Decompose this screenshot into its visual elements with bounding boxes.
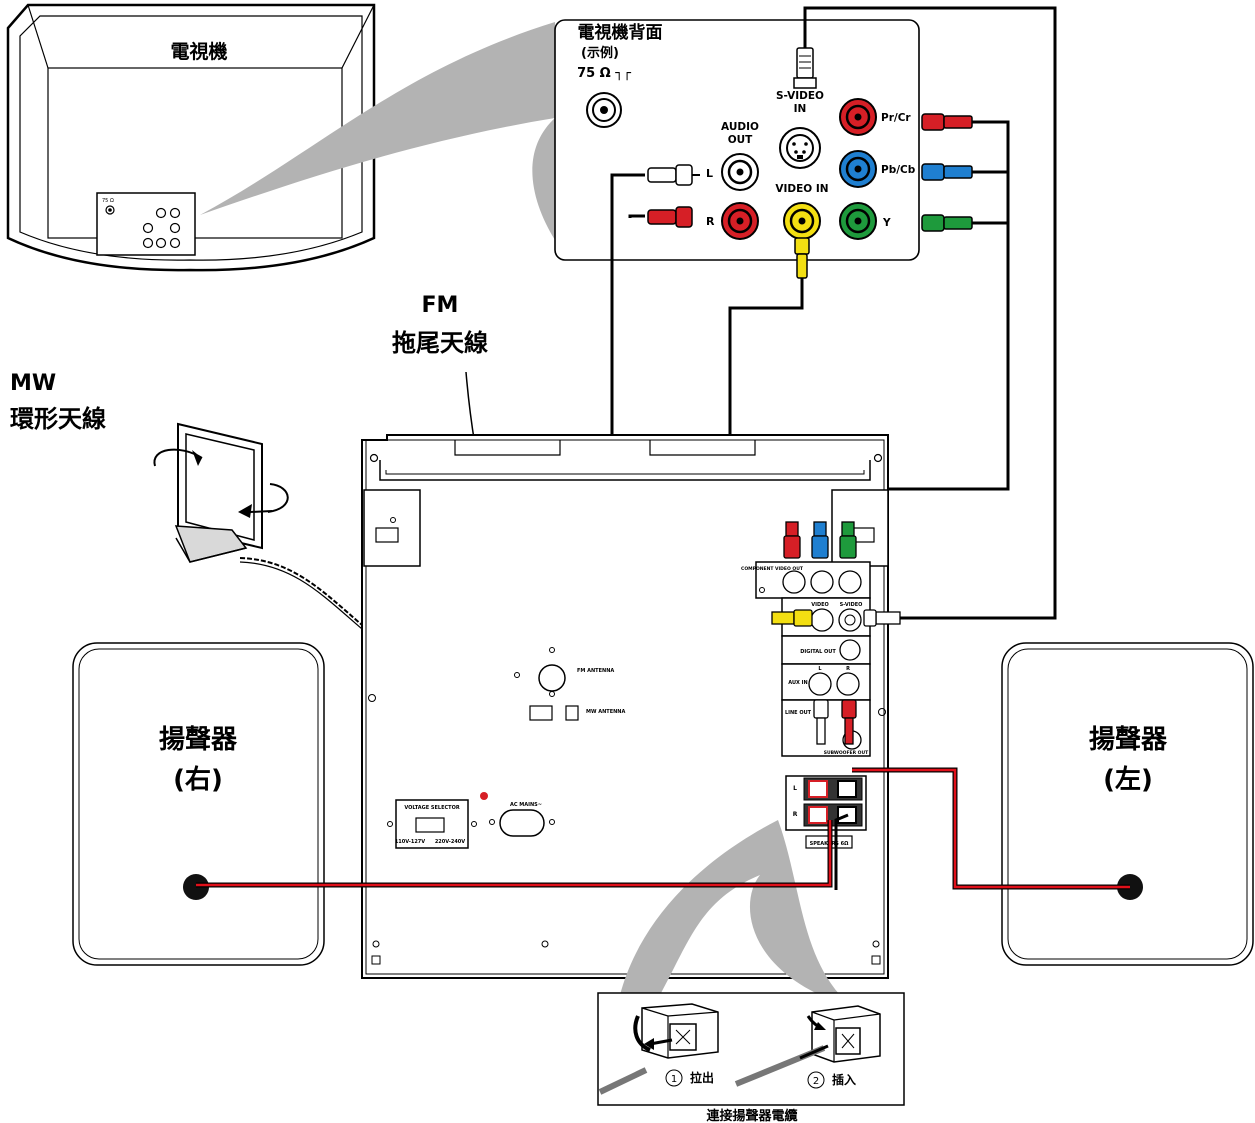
pr-label: Pr/Cr bbox=[881, 112, 911, 124]
audio-r-label: R bbox=[706, 215, 715, 228]
video-in-label: VIDEO IN bbox=[775, 183, 828, 195]
step1-number: 1 bbox=[671, 1074, 677, 1085]
step1-label: 拉出 bbox=[690, 1070, 714, 1085]
component-video-out-label: COMPONENT VIDEO OUT bbox=[741, 566, 804, 572]
fm-antenna-port-label: FM ANTENNA bbox=[577, 668, 614, 674]
tv-callout-wedge bbox=[200, 22, 555, 240]
tv-back-title: 電視機背面 bbox=[578, 22, 663, 43]
step2-label: 插入 bbox=[832, 1072, 856, 1087]
fm-sublabel: 拖尾天線 bbox=[392, 329, 488, 357]
mw-plug bbox=[529, 705, 553, 721]
tv-side-plugs bbox=[647, 47, 973, 279]
audio-out-l-jack bbox=[721, 153, 759, 191]
aux-r-label: R bbox=[846, 666, 850, 672]
speaker-left-label: 揚聲器 bbox=[1089, 725, 1168, 755]
aux-l-label: L bbox=[818, 666, 822, 672]
antenna-port-icon bbox=[586, 92, 622, 128]
volt-220-label: 220V-240V bbox=[435, 839, 465, 845]
voltage-selector-label: VOLTAGE SELECTOR bbox=[404, 805, 459, 811]
speaker-right-box: 揚聲器 (右) bbox=[72, 642, 325, 966]
tv-back-subtitle: (示例) bbox=[581, 45, 619, 61]
tv-set: 電視機 75 Ω bbox=[6, 3, 376, 272]
digital-out-label: DIGITAL OUT bbox=[800, 649, 836, 655]
pb-jack bbox=[839, 150, 877, 188]
spk-r-label: R bbox=[793, 811, 798, 818]
main-unit-back: FM ANTENNA MW ANTENNA VOLTAGE SELECTOR 1… bbox=[361, 434, 889, 979]
audio-out-r-jack bbox=[721, 202, 759, 240]
aux-in-label: AUX IN bbox=[788, 680, 807, 686]
inset-caption: 連接揚聲器電纜 bbox=[706, 1108, 797, 1123]
audio-l-label: L bbox=[706, 167, 713, 180]
speaker-right-label: 揚聲器 bbox=[159, 725, 238, 755]
spk-l-label: L bbox=[793, 785, 797, 792]
video-in-jack bbox=[783, 202, 821, 240]
tv-title: 電視機 bbox=[170, 40, 227, 63]
subwoofer-out-label: SUBWOOFER OUT bbox=[824, 750, 869, 756]
antenna-label: 75 Ω ┐┌ bbox=[577, 66, 631, 81]
speaker-left-side: (左) bbox=[1103, 765, 1153, 795]
line-out-label: LINE OUT bbox=[785, 710, 812, 716]
speaker-right-side: (右) bbox=[173, 765, 223, 795]
svideo-in-jack bbox=[779, 127, 821, 169]
step2-number: 2 bbox=[813, 1076, 819, 1087]
mw-loop-antenna-icon bbox=[153, 422, 289, 563]
fm-label: FM bbox=[422, 293, 459, 318]
pb-label: Pb/Cb bbox=[881, 164, 916, 176]
inset-box: 1 拉出 2 插入 bbox=[597, 992, 905, 1106]
mw-antenna-port-label: MW ANTENNA bbox=[586, 709, 625, 715]
tv-mini-port-label: 75 Ω bbox=[102, 198, 114, 204]
pr-jack bbox=[839, 98, 877, 136]
y-jack bbox=[839, 202, 877, 240]
y-label: Y bbox=[882, 217, 891, 229]
ac-mains-label: AC MAINS~ bbox=[510, 802, 542, 808]
mw-label: MW bbox=[10, 371, 56, 396]
unit-svideo-label: S-VIDEO bbox=[840, 602, 863, 608]
speaker-wires bbox=[196, 767, 1130, 890]
speaker-left-box: 揚聲器 (左) bbox=[1001, 642, 1254, 966]
inset-callout-wedge bbox=[620, 820, 840, 995]
unit-side-plugs bbox=[771, 521, 901, 745]
volt-110-label: 110V-127V bbox=[395, 839, 425, 845]
mw-sublabel: 環形天線 bbox=[10, 405, 106, 433]
unit-video-label: VIDEO bbox=[811, 602, 829, 608]
